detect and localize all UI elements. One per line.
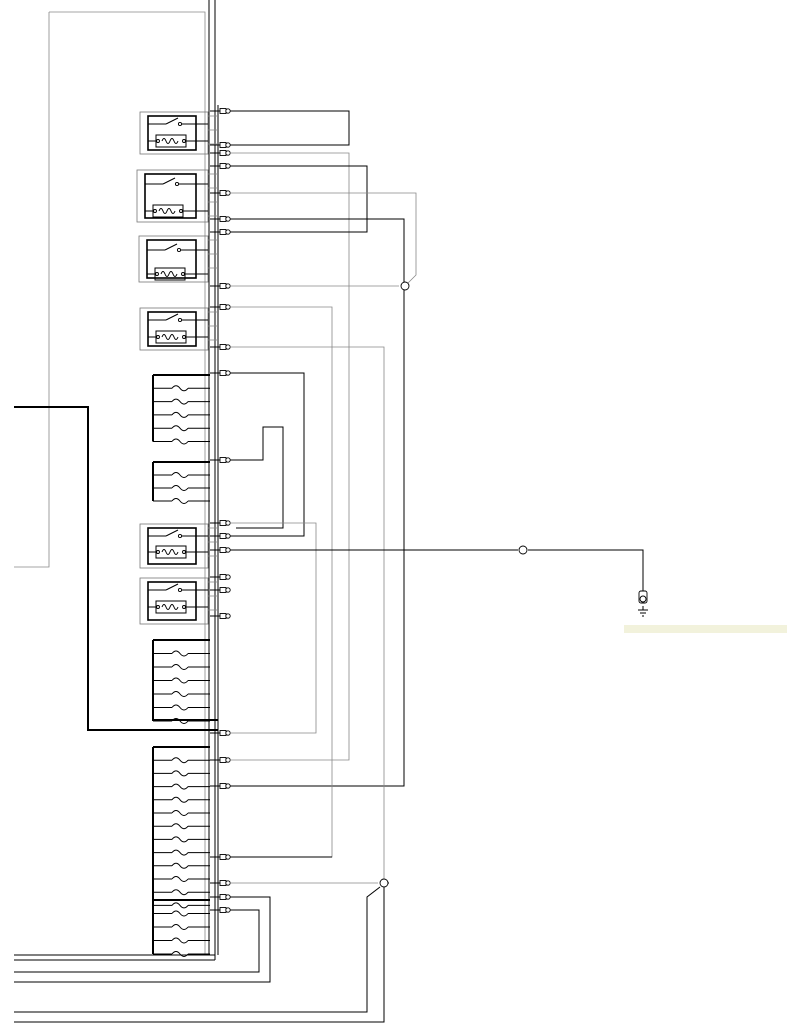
fuse-icon — [153, 398, 210, 405]
fuse-icon — [153, 796, 210, 803]
connector-pin — [210, 907, 231, 913]
connector-pin — [210, 547, 231, 553]
relay-6 — [139, 577, 218, 625]
connector-pin — [210, 283, 231, 289]
connector-pin — [210, 229, 231, 235]
connector-pin — [210, 894, 231, 900]
connector-pin — [210, 520, 231, 526]
connector-pin — [210, 880, 231, 886]
splice-points — [379, 281, 528, 888]
fuse-icon — [153, 849, 210, 856]
fuse-icon — [153, 910, 210, 917]
fuse-block-5 — [152, 899, 210, 957]
fuse-group — [152, 374, 210, 957]
relay-1 — [139, 111, 218, 155]
connector-pin — [210, 344, 231, 350]
fuse-icon — [153, 770, 210, 777]
fuse-icon — [153, 650, 210, 657]
frame-lines — [14, 0, 216, 960]
fuse-icon — [153, 937, 210, 944]
fuse-icon — [153, 485, 210, 491]
fuse-icon — [153, 757, 210, 764]
connector-pin — [210, 457, 231, 463]
connector-pin — [210, 783, 231, 789]
fuse-icon — [153, 951, 210, 957]
ground-icon — [638, 606, 648, 617]
fuse-icon — [153, 411, 210, 418]
connector-pin — [210, 150, 231, 156]
fuse-icon — [153, 924, 210, 930]
fuse-icon — [153, 498, 210, 504]
connector-pin — [210, 142, 231, 148]
fuse-icon — [153, 862, 210, 869]
connector-pin — [210, 216, 231, 222]
fuse-block-1 — [152, 374, 210, 445]
lamp-icon — [638, 590, 648, 604]
connector-pin — [210, 533, 231, 539]
connector-pin — [210, 163, 231, 169]
connector-pin — [210, 370, 231, 376]
connector-pins — [210, 108, 231, 913]
connector-pin — [210, 854, 231, 860]
relay-group — [136, 111, 218, 625]
relay-5 — [139, 523, 218, 569]
fuse-icon — [153, 889, 210, 896]
fuse-icon — [153, 876, 210, 882]
connector-pin — [210, 190, 231, 196]
wire-runs — [14, 110, 644, 1023]
connector-pin — [210, 304, 231, 310]
connector-pin — [210, 108, 231, 114]
fuse-icon — [153, 691, 210, 697]
fuse-block-2 — [152, 461, 210, 504]
highlight-bar — [624, 625, 787, 633]
fuse-icon — [153, 425, 210, 432]
connector-pin — [210, 574, 231, 580]
fuse-icon — [153, 836, 210, 843]
fuse-icon — [153, 438, 210, 445]
fuse-icon — [153, 810, 210, 816]
relay-4 — [139, 307, 218, 351]
connector-pin — [210, 587, 231, 593]
fuse-block-3 — [152, 639, 210, 724]
fuse-icon — [153, 664, 210, 670]
relay-2 — [136, 169, 218, 223]
main-feed-wire — [14, 406, 218, 731]
connector-pin — [210, 730, 231, 736]
relay-3 — [138, 235, 218, 283]
fuse-icon — [153, 472, 210, 478]
fuse-icon — [153, 704, 210, 711]
fuse-block-4 — [152, 746, 210, 909]
connector-pin — [210, 613, 231, 619]
fuse-icon — [153, 677, 210, 684]
fuse-icon — [153, 385, 210, 392]
fuse-icon — [153, 823, 210, 830]
fuse-icon — [153, 902, 210, 909]
fuse-icon — [153, 783, 210, 790]
connector-pin — [210, 757, 231, 763]
